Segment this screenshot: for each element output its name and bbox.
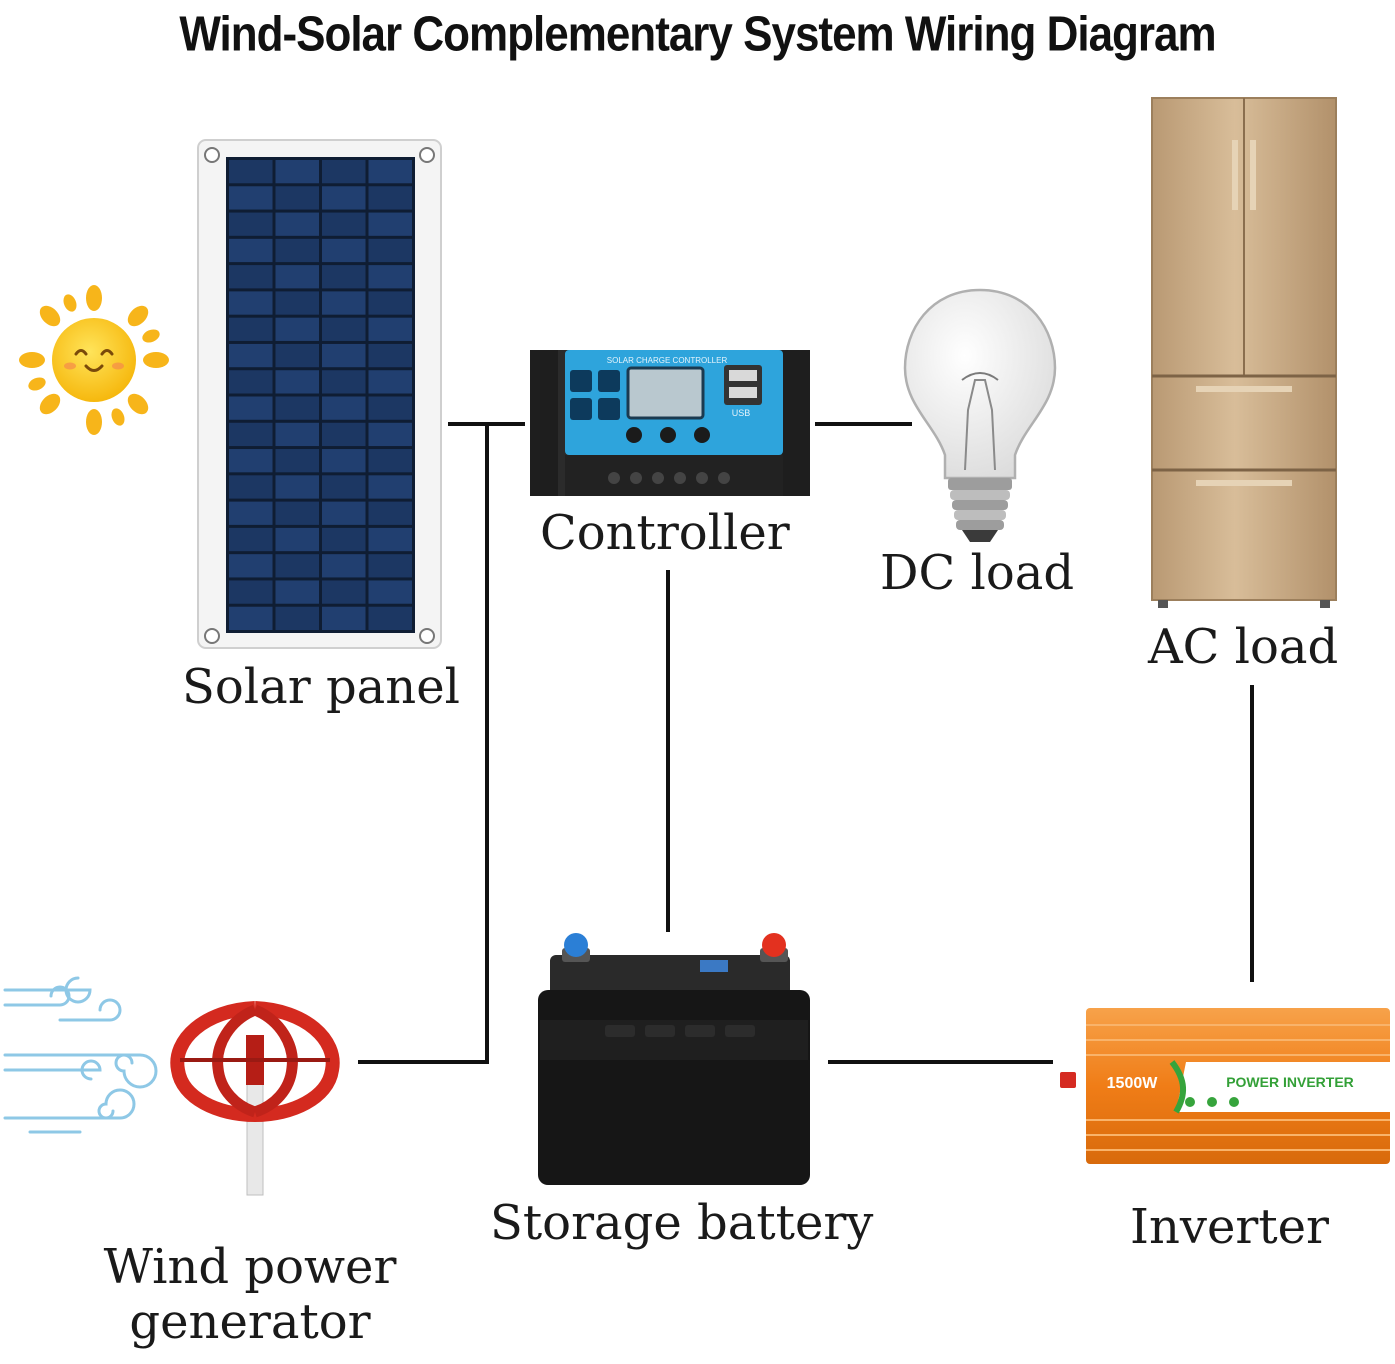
solar-cell	[275, 501, 319, 525]
solar-cell	[368, 501, 412, 525]
inverter-name-text: POWER INVERTER	[1226, 1074, 1354, 1090]
solar-cell	[368, 396, 412, 420]
controller-label: Controller	[540, 505, 790, 561]
solar-cell	[275, 580, 319, 604]
dc-load-label: DC load	[880, 545, 1075, 601]
solar-cell	[229, 554, 273, 578]
solar-cell	[229, 370, 273, 394]
wind-power-generator-label: Wind power generator	[90, 1239, 410, 1351]
solar-cell	[368, 265, 412, 289]
wind-turbine-icon	[170, 1001, 340, 1196]
solar-cell	[368, 475, 412, 499]
solar-panel-icon	[197, 139, 442, 649]
controller-usb-text: USB	[732, 408, 751, 418]
inverter-power-text: 1500W	[1107, 1075, 1159, 1092]
solar-cell	[368, 527, 412, 552]
solar-cell	[229, 606, 273, 630]
diagram-title: Wind-Solar Complementary System Wiring D…	[179, 6, 1216, 62]
solar-cell	[275, 317, 319, 341]
controller-header-text: SOLAR CHARGE CONTROLLER	[607, 356, 728, 365]
wind-label-line1: Wind power	[103, 1239, 397, 1295]
solar-cell	[368, 212, 412, 236]
solar-cell	[368, 606, 412, 630]
solar-cell	[368, 370, 412, 394]
solar-cell	[322, 449, 366, 473]
solar-cell	[275, 554, 319, 578]
solar-cell	[275, 422, 319, 447]
solar-cell	[229, 449, 273, 473]
solar-cell	[322, 396, 366, 420]
solar-cell	[322, 606, 366, 630]
solar-cell	[275, 370, 319, 394]
solar-cell	[322, 343, 366, 368]
solar-cell	[229, 343, 273, 368]
solar-cell	[368, 291, 412, 315]
solar-cell	[368, 186, 412, 210]
solar-cell	[229, 580, 273, 604]
solar-cell	[229, 238, 273, 263]
solar-cell	[275, 186, 319, 210]
solar-cell	[322, 212, 366, 236]
solar-cell	[322, 580, 366, 604]
refrigerator-icon	[1151, 97, 1337, 608]
solar-cell	[368, 422, 412, 447]
solar-cell	[322, 291, 366, 315]
solar-cell	[275, 527, 319, 552]
solar-cell	[322, 527, 366, 552]
solar-cell	[229, 501, 273, 525]
solar-cell	[322, 422, 366, 447]
solar-cell	[322, 554, 366, 578]
solar-cell	[275, 449, 319, 473]
inverter-icon: 1500W POWER INVERTER	[1060, 1008, 1390, 1164]
solar-cell	[275, 238, 319, 263]
solar-cell	[368, 554, 412, 578]
solar-cell	[322, 475, 366, 499]
solar-cell	[275, 606, 319, 630]
sun-icon	[19, 285, 169, 435]
wires	[358, 422, 1254, 1064]
solar-cell	[368, 238, 412, 263]
solar-cell	[275, 475, 319, 499]
solar-cell	[229, 475, 273, 499]
solar-cell	[229, 396, 273, 420]
solar-cell	[275, 343, 319, 368]
solar-cell	[229, 527, 273, 552]
solar-cells	[229, 160, 412, 630]
solar-cell	[229, 317, 273, 341]
solar-cell	[322, 370, 366, 394]
wind-stream-icon	[3, 976, 158, 1134]
storage-battery-label: Storage battery	[490, 1195, 874, 1251]
solar-cell	[229, 160, 273, 184]
battery-icon	[538, 933, 810, 1185]
solar-cell	[322, 317, 366, 341]
solar-cell	[229, 422, 273, 447]
solar-cell	[322, 265, 366, 289]
solar-cell	[368, 343, 412, 368]
solar-panel-label: Solar panel	[182, 659, 460, 715]
wind-label-line2: generator	[129, 1294, 371, 1351]
solar-cell	[275, 396, 319, 420]
inverter-label: Inverter	[1130, 1199, 1329, 1255]
ac-load-label: AC load	[1148, 619, 1339, 675]
solar-cell	[368, 449, 412, 473]
solar-cell	[368, 580, 412, 604]
light-bulb-icon	[903, 288, 1057, 542]
controller-icon: SOLAR CHARGE CONTROLLER USB	[530, 350, 810, 496]
solar-cell	[229, 291, 273, 315]
solar-cell	[229, 212, 273, 236]
solar-cell	[322, 238, 366, 263]
solar-cell	[322, 501, 366, 525]
solar-cell	[275, 265, 319, 289]
solar-cell	[322, 160, 366, 184]
solar-cell	[275, 160, 319, 184]
solar-cell	[275, 291, 319, 315]
solar-cell	[229, 186, 273, 210]
solar-cell	[229, 265, 273, 289]
solar-cell	[368, 160, 412, 184]
solar-cell	[275, 212, 319, 236]
solar-cell	[368, 317, 412, 341]
solar-cell	[322, 186, 366, 210]
